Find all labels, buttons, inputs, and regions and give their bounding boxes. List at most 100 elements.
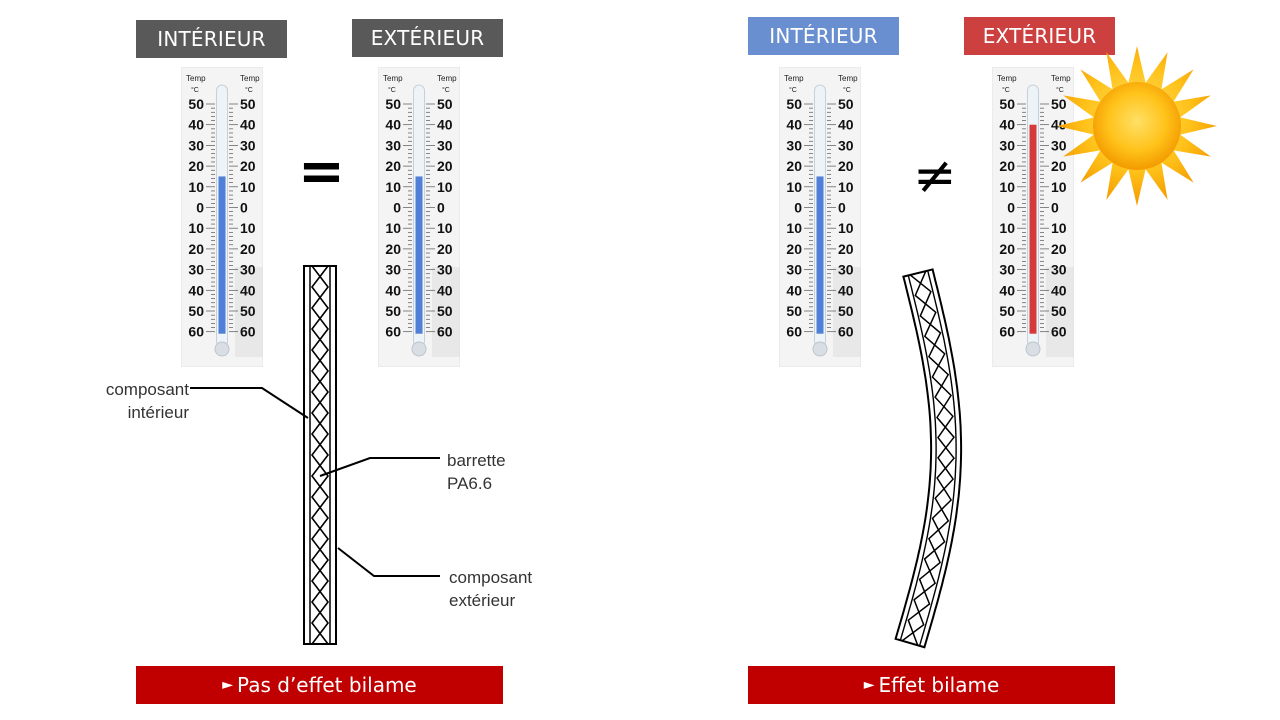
exterior-label-right: EXTÉRIEUR — [964, 17, 1115, 55]
sun-icon — [1057, 46, 1217, 206]
unit-left: °C — [789, 86, 797, 94]
annotation-line: extérieur — [449, 591, 516, 610]
equals-sign: = — [298, 139, 345, 204]
scale-label-right: 30 — [838, 137, 854, 153]
unit-left: °C — [388, 86, 396, 94]
scale-label-right: 10 — [240, 179, 256, 195]
scale-label-right: 40 — [838, 117, 854, 133]
scale-label-left: 60 — [188, 324, 204, 340]
scale-label-right: 10 — [838, 220, 854, 236]
scale-label-left: 30 — [786, 137, 802, 153]
curved-inner-wall — [899, 275, 937, 641]
annotation-line: composant — [105, 380, 189, 399]
scale-label-right: 20 — [1051, 241, 1067, 257]
scale-label-right: 40 — [240, 282, 256, 298]
bulb — [214, 341, 230, 357]
temp-header-right: Temp — [437, 74, 457, 83]
unit-left: °C — [1002, 86, 1010, 94]
mercury-column — [816, 176, 824, 334]
scale-label-right: 20 — [1051, 158, 1067, 174]
scale-label-left: 50 — [385, 303, 401, 319]
interior-label-left: INTÉRIEUR — [136, 20, 287, 58]
scale-label-left: 40 — [999, 117, 1015, 133]
scale-label-right: 60 — [240, 324, 256, 340]
temp-header-right: Temp — [1051, 74, 1071, 83]
annotation-interior-component: composant intérieur — [84, 378, 189, 424]
banner-text: Effet bilame — [878, 673, 1000, 697]
play-arrow-icon: ► — [863, 677, 875, 693]
card-shadow — [1046, 267, 1074, 357]
scale-label-right: 30 — [838, 262, 854, 278]
scale-label-left: 10 — [999, 179, 1015, 195]
scale-label-left: 40 — [786, 117, 802, 133]
scale-label-right: 0 — [1051, 200, 1059, 216]
scale-label-left: 10 — [385, 220, 401, 236]
scale-label-left: 0 — [794, 200, 802, 216]
scale-label-right: 20 — [838, 241, 854, 257]
scale-label-right: 20 — [240, 158, 256, 174]
scale-label-right: 0 — [240, 200, 248, 216]
scale-label-right: 50 — [838, 303, 854, 319]
scale-label-right: 50 — [838, 96, 854, 112]
scale-label-left: 60 — [786, 324, 802, 340]
temp-header-left: Temp — [784, 74, 804, 83]
annotation-line: barrette — [447, 451, 506, 470]
bulb — [411, 341, 427, 357]
curved-bar-lattice-a — [901, 274, 955, 642]
scale-label-left: 20 — [786, 158, 802, 174]
scale-label-left: 10 — [188, 179, 204, 195]
scale-label-left: 10 — [999, 220, 1015, 236]
scale-label-right: 60 — [838, 324, 854, 340]
scale-label-left: 20 — [188, 241, 204, 257]
curved-profile-section — [894, 268, 963, 649]
unit-right: °C — [245, 86, 253, 94]
scale-label-left: 20 — [999, 241, 1015, 257]
card-shadow — [432, 267, 460, 357]
scale-label-right: 10 — [437, 179, 453, 195]
scale-label-left: 30 — [188, 262, 204, 278]
scale-label-right: 20 — [838, 158, 854, 174]
scale-label-right: 30 — [240, 262, 256, 278]
unit-right: °C — [843, 86, 851, 94]
scale-label-right: 40 — [437, 282, 453, 298]
bulb — [1025, 341, 1041, 357]
scale-label-right: 30 — [1051, 137, 1067, 153]
straight-profile-section — [303, 265, 337, 645]
scale-label-left: 30 — [385, 137, 401, 153]
annotation-line: PA6.6 — [447, 474, 493, 493]
scale-label-left: 40 — [385, 282, 401, 298]
scale-label-left: 20 — [999, 158, 1015, 174]
temp-header-left: Temp — [383, 74, 403, 83]
annotation-exterior-component: composant extérieur — [449, 566, 532, 612]
scale-label-left: 30 — [999, 262, 1015, 278]
curved-bar-lattice-b — [907, 270, 955, 646]
scale-label-left: 0 — [393, 200, 401, 216]
scale-label-left: 50 — [188, 96, 204, 112]
bulb — [812, 341, 828, 357]
scale-label-right: 50 — [240, 303, 256, 319]
temp-header-left: Temp — [186, 74, 206, 83]
leader-interior-component — [190, 387, 309, 419]
curved-profile-outline — [894, 268, 963, 649]
scale-label-right: 0 — [838, 200, 846, 216]
leader-exterior-component — [337, 547, 440, 577]
scale-label-left: 50 — [786, 96, 802, 112]
scale-label-left: 60 — [385, 324, 401, 340]
annotation-line: intérieur — [127, 403, 189, 422]
scale-label-right: 50 — [437, 96, 453, 112]
scale-label-right: 40 — [838, 282, 854, 298]
scale-label-right: 50 — [1051, 96, 1067, 112]
curved-outer-wall — [918, 270, 957, 646]
scale-label-left: 30 — [188, 137, 204, 153]
scale-label-left: 30 — [999, 137, 1015, 153]
scale-label-right: 30 — [240, 137, 256, 153]
exterior-label-left: EXTÉRIEUR — [352, 19, 503, 57]
scale-label-left: 20 — [786, 241, 802, 257]
scale-label-left: 50 — [188, 303, 204, 319]
scale-label-left: 10 — [786, 179, 802, 195]
scale-label-right: 40 — [437, 117, 453, 133]
scale-label-left: 0 — [196, 200, 204, 216]
